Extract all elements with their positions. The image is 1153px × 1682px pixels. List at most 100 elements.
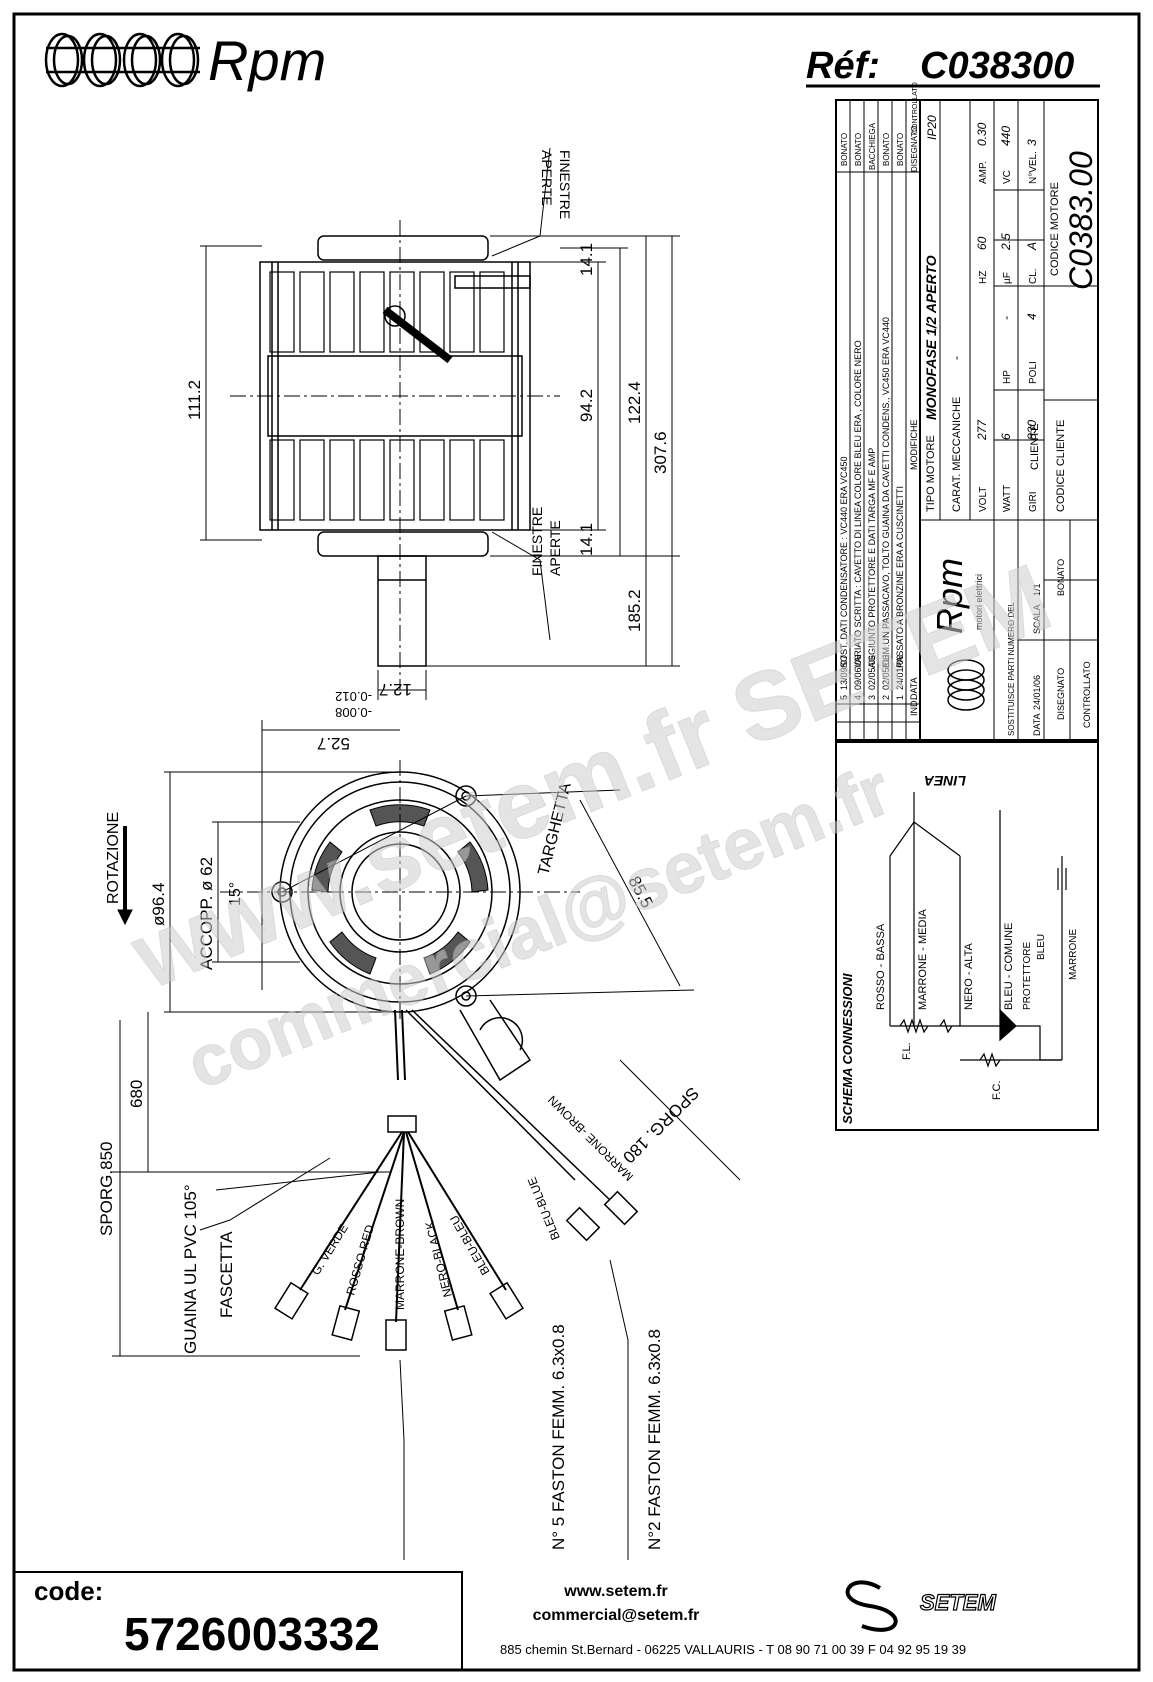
fl-label: F.L. [901, 1042, 913, 1060]
rpm-brand-small: Rpm [929, 558, 970, 634]
rev-5-n: 5 [839, 695, 849, 700]
spec-volt-key: VOLT [978, 487, 989, 512]
motor-front-view [220, 760, 639, 1351]
footer-website: www.setem.fr [563, 1583, 667, 1600]
rev-5-date: 13/09/07 [839, 655, 849, 690]
spec-cl-value: A [1025, 242, 1039, 251]
ip-value: IP20 [925, 115, 939, 140]
rev-2-text: ELIM.UN PASSACAVO, TOLTO GUAINA DA CAVET… [881, 317, 891, 668]
dim-14-bottom: 14.1 [577, 523, 596, 556]
rev-5-sign: BONATO [840, 133, 849, 166]
rpm-sub: motori elettrici [974, 574, 984, 630]
fc-label: F.C. [991, 1080, 1003, 1100]
motor-side-view [230, 220, 560, 690]
guaina-label: GUAINA UL PVC 105° [181, 1184, 200, 1354]
finestre-bottom-1: FINESTRE [529, 507, 545, 576]
dim-94: 94.2 [577, 389, 596, 422]
rotation-label: ROTAZIONE [105, 812, 122, 904]
codice-cliente-label: CODICE CLIENTE [1055, 420, 1067, 512]
rev-1-n: 1 [895, 695, 905, 700]
scala-label: SCALA [1032, 604, 1042, 634]
dim-shaft-tol-2: -0.012 [335, 689, 372, 704]
disegnato-label: DISEGNATO [1056, 668, 1066, 720]
spec-uf-value: 2.5 [999, 233, 1013, 251]
wire-bleu-comune: BLEU - COMUNE [1003, 923, 1015, 1010]
dim-307: 307.6 [651, 431, 670, 474]
dim-height: 111.2 [185, 380, 204, 420]
side-view-labels: FINESTRE APERTE FINESTRE APERTE 111.2 14… [185, 150, 670, 753]
rev-header-drawn: DISEGNATO [910, 126, 919, 172]
spec-cl-key: CL. [1028, 268, 1039, 284]
title-block-text: 5 13/09/07 SOST. DATI CONDENSATORE : VC4… [839, 82, 1099, 736]
dim-52: 52.7 [317, 734, 350, 753]
setem-logo: SETEM [845, 1580, 997, 1632]
sporg-850: SPORG.850 [97, 1142, 116, 1237]
rev-3-sign: BACCHIEGA [868, 122, 877, 170]
ref-value: C038300 [920, 45, 1074, 87]
dim-14-top: 14.1 [577, 243, 596, 276]
rev-4-n: 4 [853, 695, 863, 700]
rev-header-checked: CONTROLLATO [912, 82, 919, 134]
wire-rosso: ROSSO - BASSA [875, 923, 887, 1010]
rev-header-date: DATA [909, 677, 919, 700]
rev-4-date: 09/06/06 [853, 655, 863, 690]
watermark: www.setem.fr SETEM commercial@setem.fr [116, 543, 1065, 1105]
sheet-border [12, 12, 1141, 1672]
codice-motore-value: C0383.00 [1063, 151, 1099, 290]
rev-header-text: MODIFICHE [909, 420, 919, 471]
rev-1-date: 24/01/06 [895, 655, 905, 690]
dim-122: 122.4 [625, 381, 644, 424]
controllato-label: CONTROLLATO [1082, 661, 1092, 728]
wire-bleu: BLEU [1036, 934, 1047, 960]
rev-1-sign: BONATO [896, 133, 905, 166]
finestre-top-1: FINESTRE [557, 150, 573, 219]
carat-value: - [949, 356, 963, 360]
spec-uf-key: µF [1002, 272, 1013, 284]
data-label: DATA [1032, 713, 1042, 736]
wiring-schematic: SCHEMA CONNESSIONI LINEA ROSSO - BASSA M… [835, 741, 1099, 1131]
wire-nero: NERO - ALTA [963, 943, 975, 1010]
spec-nvel-value: 3 [1025, 139, 1039, 146]
wire-label-right-brown: MARRONE -BROWN [545, 1093, 636, 1184]
footer: code: 5726003332 www.setem.fr commercial… [13, 1571, 997, 1671]
wire-label-red: ROSSO-RED [343, 1223, 377, 1297]
wire-label-brown: MARRONE-BROWN [393, 1199, 407, 1310]
spec-hz-value: 60 [975, 236, 989, 250]
angle-label: 15° [227, 882, 244, 906]
wire-label-green: G. VERDE [309, 1222, 351, 1278]
disegnato-value: BONATO [1056, 559, 1066, 596]
spec-giri-key: GIRI [1028, 491, 1039, 512]
codice-motore-label: CODICE MOTORE [1049, 182, 1061, 276]
dim-shaft-tol-1: -0.008 [335, 705, 372, 720]
spec-watt-key: WATT [1002, 485, 1013, 512]
rev-1-text: PASSATO A BRONZINE ERA A CUSCINETTI [895, 486, 905, 668]
wire-label-right-blue: BLEU-BLUE [525, 1175, 563, 1242]
dim-96: ø96.4 [149, 883, 168, 926]
brand-text: Rpm [208, 29, 326, 92]
spec-giri-value: 830 [1025, 420, 1039, 440]
spec-hp-key: HP [1002, 370, 1013, 384]
code-label: code: [34, 1576, 103, 1606]
setem-logo-text: SETEM [920, 1590, 996, 1615]
rev-4-text: VARIATO SCRITTA : CAVETTO DI LINEA COLOR… [853, 340, 863, 668]
spec-amp-value: 0.30 [975, 122, 989, 146]
reference: Réf: C038300 [806, 45, 1100, 88]
wire-protettore: PROTETTORE [1022, 942, 1033, 1010]
rev-2-date: 02/05/06 [881, 655, 891, 690]
data-value: 24/01/06 [1032, 675, 1042, 710]
sostituisce-value: - [1006, 623, 1017, 626]
title-block [835, 99, 1099, 741]
sporg-180: SPORG. 180 [619, 1083, 703, 1167]
finestre-top-2: APERTE [539, 150, 555, 206]
spec-hz-key: HZ [978, 271, 989, 284]
rev-2-sign: BONATO [882, 133, 891, 166]
dim-185: 185.2 [625, 589, 644, 632]
tipo-motore-value: MONOFASE 1/2 APERTO [923, 255, 939, 420]
spec-poli-key: POLI [1028, 361, 1039, 384]
spec-vc-value: 440 [999, 126, 1013, 146]
dim-680: 680 [127, 1080, 146, 1108]
wire-marrone-media: MARRONE - MEDIA [917, 909, 929, 1011]
wire-label-black: NERO-BLACK [422, 1220, 454, 1299]
rev-header-n: IND. [909, 698, 919, 716]
rev-3-date: 02/05/06 [867, 655, 877, 690]
